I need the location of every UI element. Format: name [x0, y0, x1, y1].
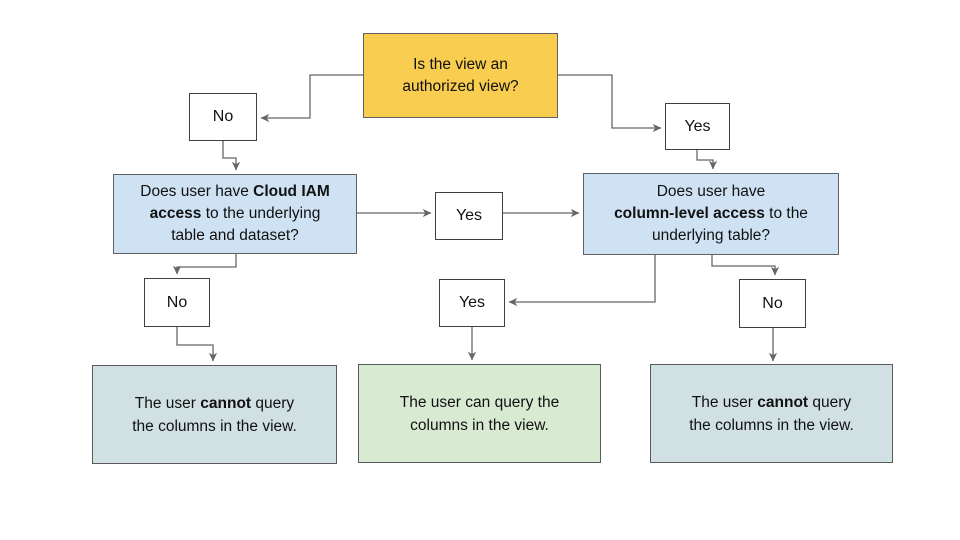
node-yes-column-access: Yes [439, 279, 505, 327]
connector-authorized-to-no [260, 74, 363, 123]
no-label: No [166, 293, 188, 311]
connector-column-to-yes-bottom [508, 255, 656, 307]
connector-iam-to-no-mid [172, 254, 237, 275]
connector-no-mid-to-result-left [176, 327, 218, 362]
connector-no-to-iam-question [222, 141, 241, 171]
node-yes-from-authorized: Yes [665, 103, 730, 150]
node-no-column-access: No [739, 279, 806, 328]
no-label: No [762, 294, 783, 312]
connector-column-to-no-bottom [711, 255, 780, 276]
node-no-from-authorized: No [189, 93, 257, 141]
no-label: No [212, 108, 234, 125]
yes-label: Yes [458, 294, 486, 311]
yes-label: Yes [684, 117, 711, 135]
connector-authorized-to-yes [558, 74, 662, 133]
yes-label: Yes [455, 207, 483, 224]
connector-yes-to-column-question [696, 150, 718, 170]
node-yes-iam-access: Yes [435, 192, 503, 240]
node-no-iam-access: No [144, 278, 210, 327]
